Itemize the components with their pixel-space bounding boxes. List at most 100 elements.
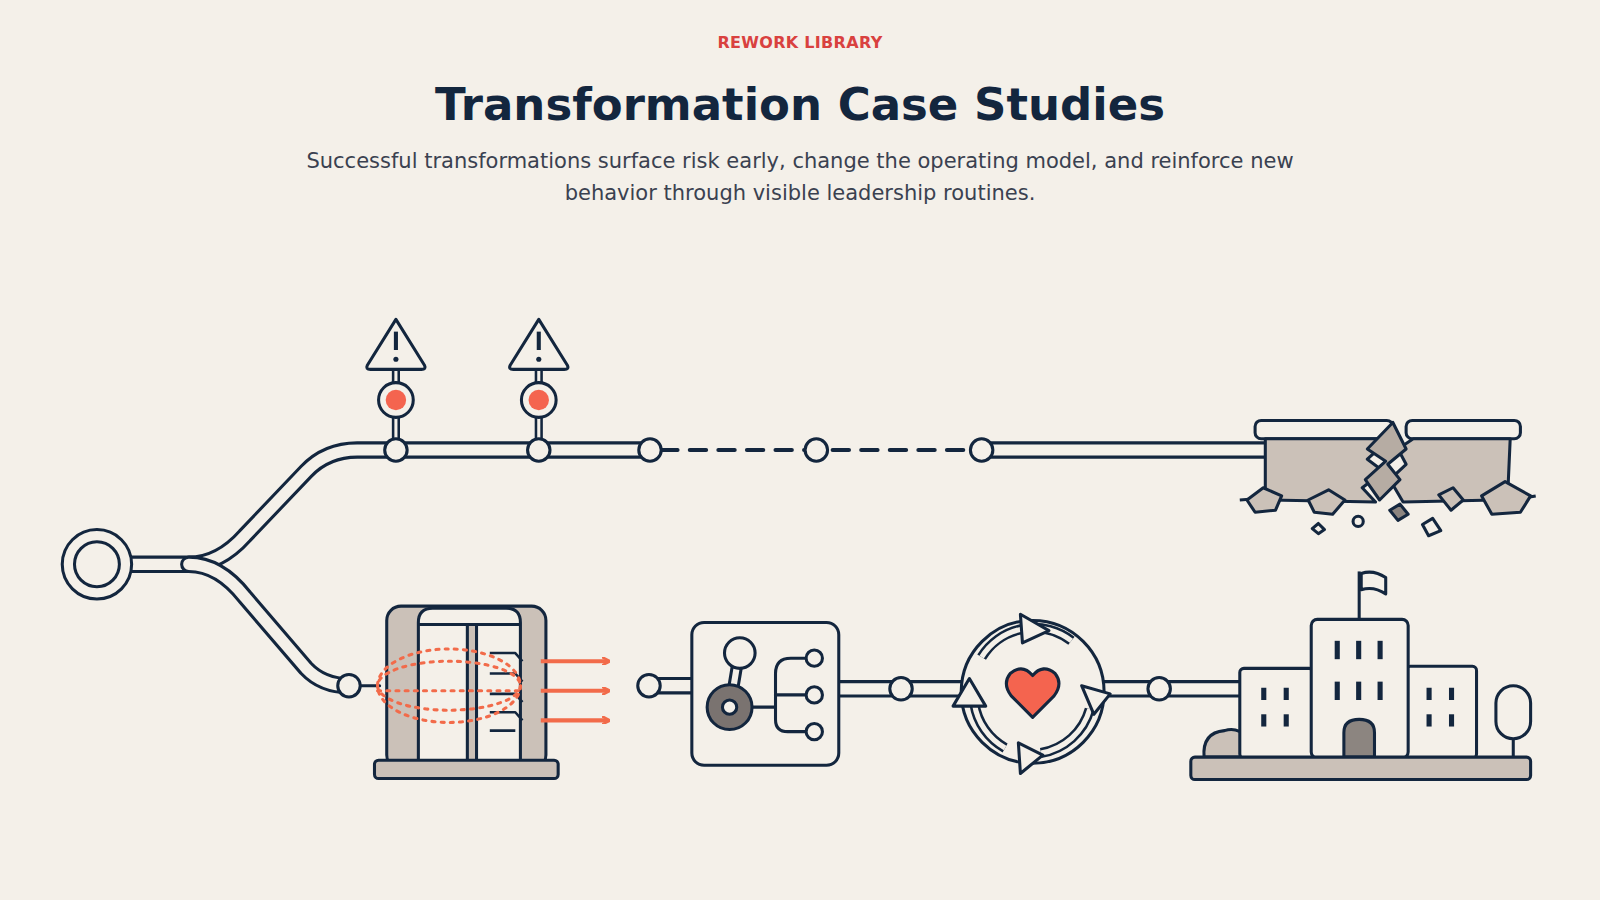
building-icon-part [1406, 666, 1476, 758]
broken-bridge-part [1439, 488, 1463, 510]
track-part [189, 564, 349, 685]
broken-bridge-part [1308, 490, 1345, 514]
switch-icon-part [724, 638, 755, 669]
track-part [189, 564, 349, 685]
gate-icon-part-part [541, 718, 608, 722]
building-icon [1191, 571, 1531, 779]
page-title: Transformation Case Studies [0, 78, 1600, 131]
track-station-part [970, 439, 992, 461]
cycle-heart-icon-part [1041, 709, 1090, 753]
track-station-part [638, 674, 660, 696]
building-icon-part-part [1427, 714, 1432, 726]
track-station-part [528, 439, 550, 461]
cycle-heart-icon-part [953, 679, 986, 707]
warning-sign-part [537, 332, 541, 350]
cycle-heart-icon-part [974, 704, 1005, 748]
cycle-heart-icon-part [1082, 686, 1111, 715]
gate-icon-part [387, 606, 546, 769]
broken-bridge-part [1422, 518, 1440, 535]
cycle-heart-icon-part [1018, 743, 1042, 774]
gate-icon-part-part [378, 661, 521, 710]
warning-sign-part [386, 390, 406, 410]
switch-icon-part [707, 685, 752, 730]
building-icon-part [1344, 719, 1375, 757]
page-caption: Successful transformations surface risk … [270, 145, 1330, 209]
broken-bridge-part [1482, 482, 1531, 515]
switch-icon-part [692, 622, 839, 765]
building-icon-part [1361, 572, 1385, 594]
start-circle [62, 530, 131, 599]
broken-bridge-part [1390, 504, 1408, 520]
track-station-part [805, 439, 827, 461]
cycle-heart-icon-part [974, 704, 1005, 748]
cycle-heart-icon-part [1006, 669, 1059, 718]
broken-bridge-part [1365, 422, 1406, 500]
building-icon-part-part [1449, 688, 1454, 700]
warning-sign-part [510, 319, 568, 369]
switch-icon-part [806, 723, 822, 739]
building-icon-part-part [1261, 688, 1266, 700]
building-icon-part-part [1427, 688, 1432, 700]
warning-sign-part [393, 357, 398, 362]
broken-bridge [1240, 420, 1536, 535]
building-icon-part-part [1335, 641, 1340, 659]
building-icon-part-part [1378, 682, 1383, 700]
track-station-part [338, 674, 360, 696]
track-part [982, 441, 1266, 458]
broken-bridge-part [1255, 420, 1393, 438]
building-icon-part [1261, 641, 1454, 727]
track-part [128, 450, 650, 564]
warning-sign-part [521, 383, 556, 418]
warning-sign-part [536, 357, 541, 362]
gate-icon-part-part [378, 689, 523, 692]
warning-sign-part [379, 383, 414, 418]
gate-icon-part-part [541, 689, 608, 693]
building-icon-part [1240, 668, 1313, 758]
gate-icon-part [418, 608, 520, 769]
cycle-heart-icon-part [1020, 614, 1049, 643]
cycle-heart-icon-part [1041, 709, 1090, 753]
track-station-part [639, 439, 661, 461]
gate-icon [374, 606, 608, 778]
building-icon-part-part [1356, 641, 1361, 659]
start-circle-part [74, 542, 119, 587]
switch-icon-part [806, 687, 822, 703]
warning-sign-part [529, 390, 549, 410]
warning-sign [367, 319, 568, 450]
gate-icon-part-part [541, 659, 608, 663]
broken-bridge-part [1406, 420, 1520, 438]
warning-sign-part [394, 332, 398, 350]
switch-icon-part [722, 700, 736, 714]
building-icon-part-part [1335, 682, 1340, 700]
track-station-part [1148, 678, 1170, 700]
building-icon-part-part [1356, 682, 1361, 700]
gate-icon-part [541, 661, 608, 720]
track-station-part [385, 439, 407, 461]
building-icon-part-part [1284, 714, 1289, 726]
warning-sign-part [367, 319, 425, 369]
broken-bridge-part [1312, 523, 1324, 533]
start-circle-part [62, 530, 131, 599]
building-icon-part [1191, 757, 1531, 779]
broken-bridge-part [1353, 516, 1363, 526]
building-icon-part [1311, 619, 1408, 758]
building-icon-part-part [1284, 688, 1289, 700]
building-icon-part [1496, 686, 1531, 739]
building-icon-part-part [1449, 714, 1454, 726]
gate-icon-part-part [378, 649, 521, 722]
gate-icon-part [378, 649, 523, 722]
gate-icon-part [467, 624, 476, 769]
broken-bridge-part [1247, 488, 1282, 512]
track-station-part [890, 678, 912, 700]
cycle-heart-icon [953, 614, 1110, 773]
gate-icon-part [374, 760, 558, 778]
switch-icon [692, 622, 839, 765]
switch-icon-part [806, 650, 822, 666]
building-icon-part-part [1378, 641, 1383, 659]
track-part [128, 450, 650, 564]
building-icon-part-part [1261, 714, 1266, 726]
eyebrow-label: REWORK LIBRARY [0, 33, 1600, 52]
switch-icon-part [752, 658, 806, 731]
track-part [982, 444, 1266, 455]
